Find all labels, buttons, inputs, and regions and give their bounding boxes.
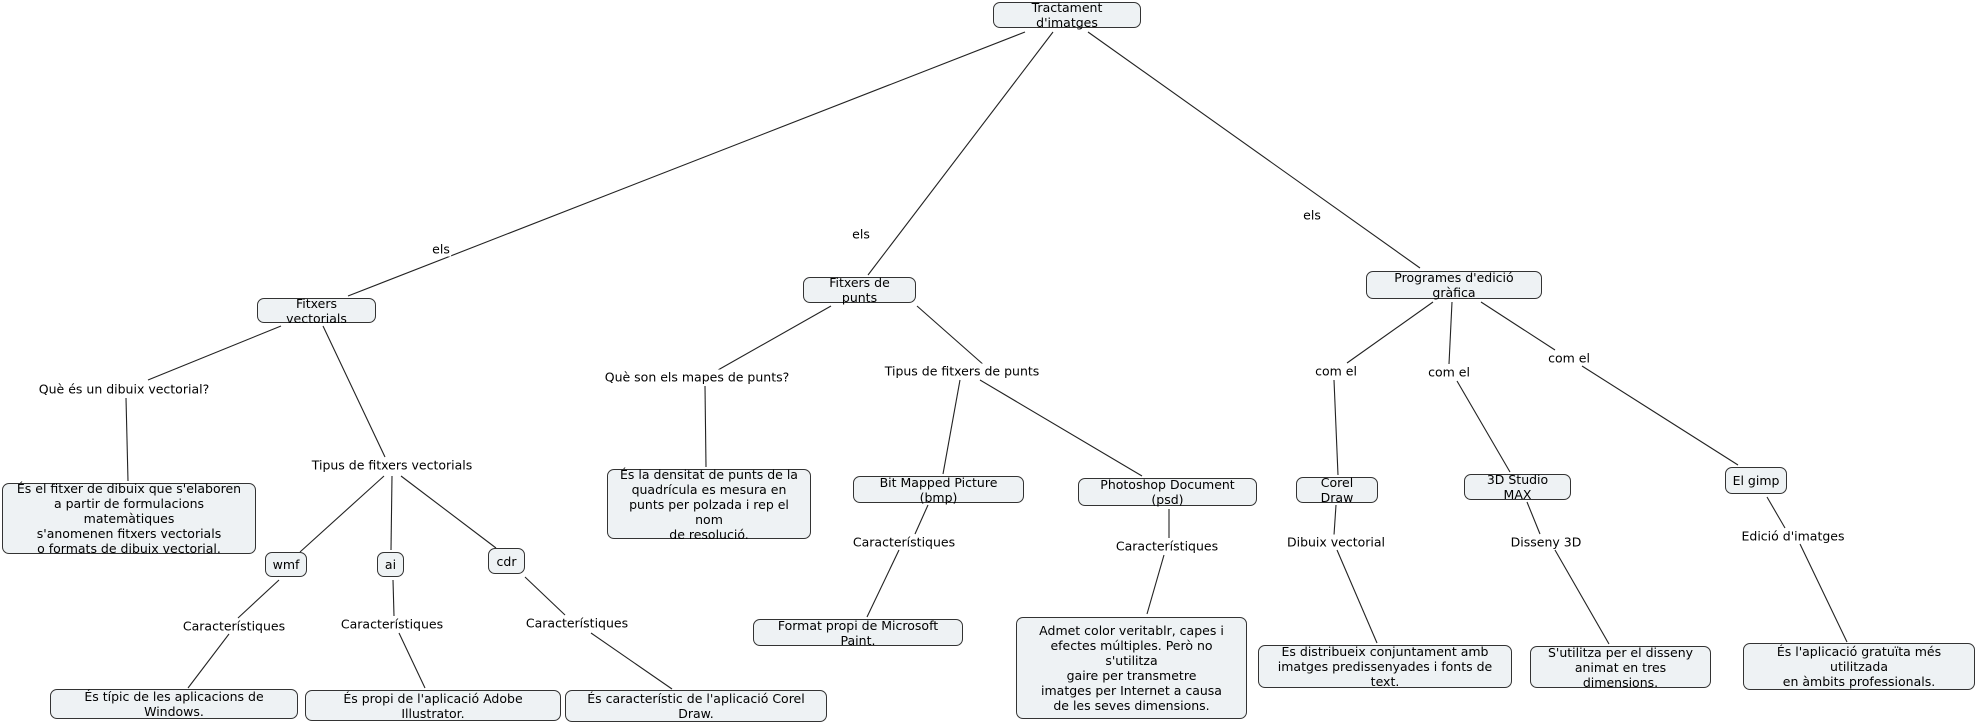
node-studio-desc[interactable]: S'utilitza per el disseny animat en tres…: [1530, 645, 1711, 690]
connector-line-10: [237, 579, 280, 619]
link-els-programes[interactable]: els: [1302, 207, 1322, 223]
link-caracteristiques-wmf[interactable]: Característiques: [181, 618, 287, 634]
node-psd-desc[interactable]: Admet color veritablr, capes i efectes m…: [1016, 617, 1247, 719]
connector-line-1: [347, 31, 1026, 297]
link-com-el-gimp[interactable]: com el: [1547, 350, 1591, 366]
connector-line-4: [147, 325, 282, 381]
link-els-vectorials[interactable]: els: [431, 241, 451, 257]
connector-line-32: [1336, 549, 1378, 644]
connector-line-26: [1448, 301, 1453, 365]
node-programes-edicio[interactable]: Programes d'edició gràfica: [1366, 270, 1542, 300]
connector-line-30: [1581, 365, 1739, 466]
node-bmp-desc[interactable]: Format propi de Microsoft Paint.: [753, 618, 963, 648]
link-com-el-studio[interactable]: com el: [1427, 364, 1471, 380]
connector-line-28: [1333, 379, 1339, 476]
link-tipus-fitxers-punts[interactable]: Tipus de fitxers de punts: [883, 363, 1041, 379]
connector-line-36: [1799, 543, 1848, 643]
connector-line-29: [1456, 380, 1511, 473]
link-caracteristiques-cdr[interactable]: Característiques: [524, 615, 630, 631]
connector-line-24: [1146, 554, 1165, 615]
link-dibuix-vectorial[interactable]: Dibuix vectorial: [1285, 534, 1387, 550]
link-que-mapes-punts[interactable]: Què son els mapes de punts?: [603, 369, 791, 385]
node-def-dibuix-vectorial[interactable]: És el fitxer de dibuix que s'elaboren a …: [2, 481, 256, 556]
connector-line-19: [942, 379, 961, 475]
connector-line-27: [1480, 301, 1556, 351]
connector-line-7: [299, 475, 385, 553]
node-def-mapes-punts[interactable]: És la densitat de punts de la quadrícula…: [607, 467, 811, 542]
link-disseny-3d[interactable]: Disseny 3D: [1509, 534, 1583, 550]
link-tipus-fitxers-vectorials[interactable]: Tipus de fitxers vectorials: [310, 457, 474, 473]
node-fitxers-vectorials[interactable]: Fitxers vectorials: [257, 296, 376, 326]
connector-line-6: [322, 325, 386, 458]
connector-line-22: [866, 549, 900, 618]
connector-line-2: [867, 31, 1054, 276]
connector-line-14: [524, 576, 566, 616]
connector-line-8: [390, 475, 393, 551]
connector-line-17: [704, 385, 707, 468]
node-wmf-desc[interactable]: És típic de les aplicacions de Windows.: [50, 689, 298, 719]
node-gimp-desc[interactable]: És l'aplicació gratuïta més utilitzada e…: [1743, 643, 1975, 690]
connector-line-16: [717, 305, 832, 371]
node-tractament-imatges[interactable]: Tractament d'imatges: [993, 0, 1141, 30]
connector-line-13: [398, 632, 426, 689]
node-fitxers-punts[interactable]: Fitxers de punts: [803, 275, 916, 305]
node-cdr[interactable]: cdr: [488, 548, 525, 574]
connector-line-18: [916, 305, 986, 367]
connector-line-3: [1087, 31, 1421, 269]
connector-line-33: [1526, 501, 1541, 535]
link-com-el-corel[interactable]: com el: [1314, 363, 1358, 379]
connector-line-25: [1346, 301, 1434, 364]
connector-line-5: [125, 397, 129, 482]
connector-line-31: [1333, 504, 1337, 536]
connector-line-9: [400, 475, 497, 549]
node-ai[interactable]: ai: [377, 552, 404, 577]
node-cdr-desc[interactable]: És característic de l'aplicació Corel Dr…: [565, 690, 827, 722]
connector-line-34: [1554, 549, 1610, 645]
node-corel-draw[interactable]: Corel Draw: [1296, 475, 1378, 505]
connector-line-35: [1766, 496, 1786, 529]
link-que-dibuix-vectorial[interactable]: Què és un dibuix vectorial?: [37, 381, 211, 397]
connector-line-12: [392, 579, 395, 617]
connector-line-11: [187, 633, 230, 689]
link-caracteristiques-psd[interactable]: Característiques: [1114, 538, 1220, 554]
connector-line-15: [590, 632, 673, 690]
link-els-punts[interactable]: els: [851, 226, 871, 242]
node-psd[interactable]: Photoshop Document (psd): [1078, 477, 1257, 507]
node-el-gimp[interactable]: El gimp: [1725, 467, 1787, 494]
connector-line-20: [979, 379, 1143, 477]
link-caracteristiques-ai[interactable]: Característiques: [339, 616, 445, 632]
connector-line-21: [914, 504, 929, 535]
node-bmp[interactable]: Bit Mapped Picture (bmp): [853, 475, 1024, 505]
node-ai-desc[interactable]: És propi de l'aplicació Adobe Illustrato…: [305, 690, 561, 721]
node-3d-studio-max[interactable]: 3D Studio MAX: [1464, 472, 1571, 502]
node-wmf[interactable]: wmf: [265, 552, 307, 577]
link-edicio-imatges[interactable]: Edició d'imatges: [1740, 528, 1846, 544]
node-corel-desc[interactable]: Es distribueix conjuntament amb imatges …: [1258, 644, 1512, 689]
link-caracteristiques-bmp[interactable]: Característiques: [851, 534, 957, 550]
